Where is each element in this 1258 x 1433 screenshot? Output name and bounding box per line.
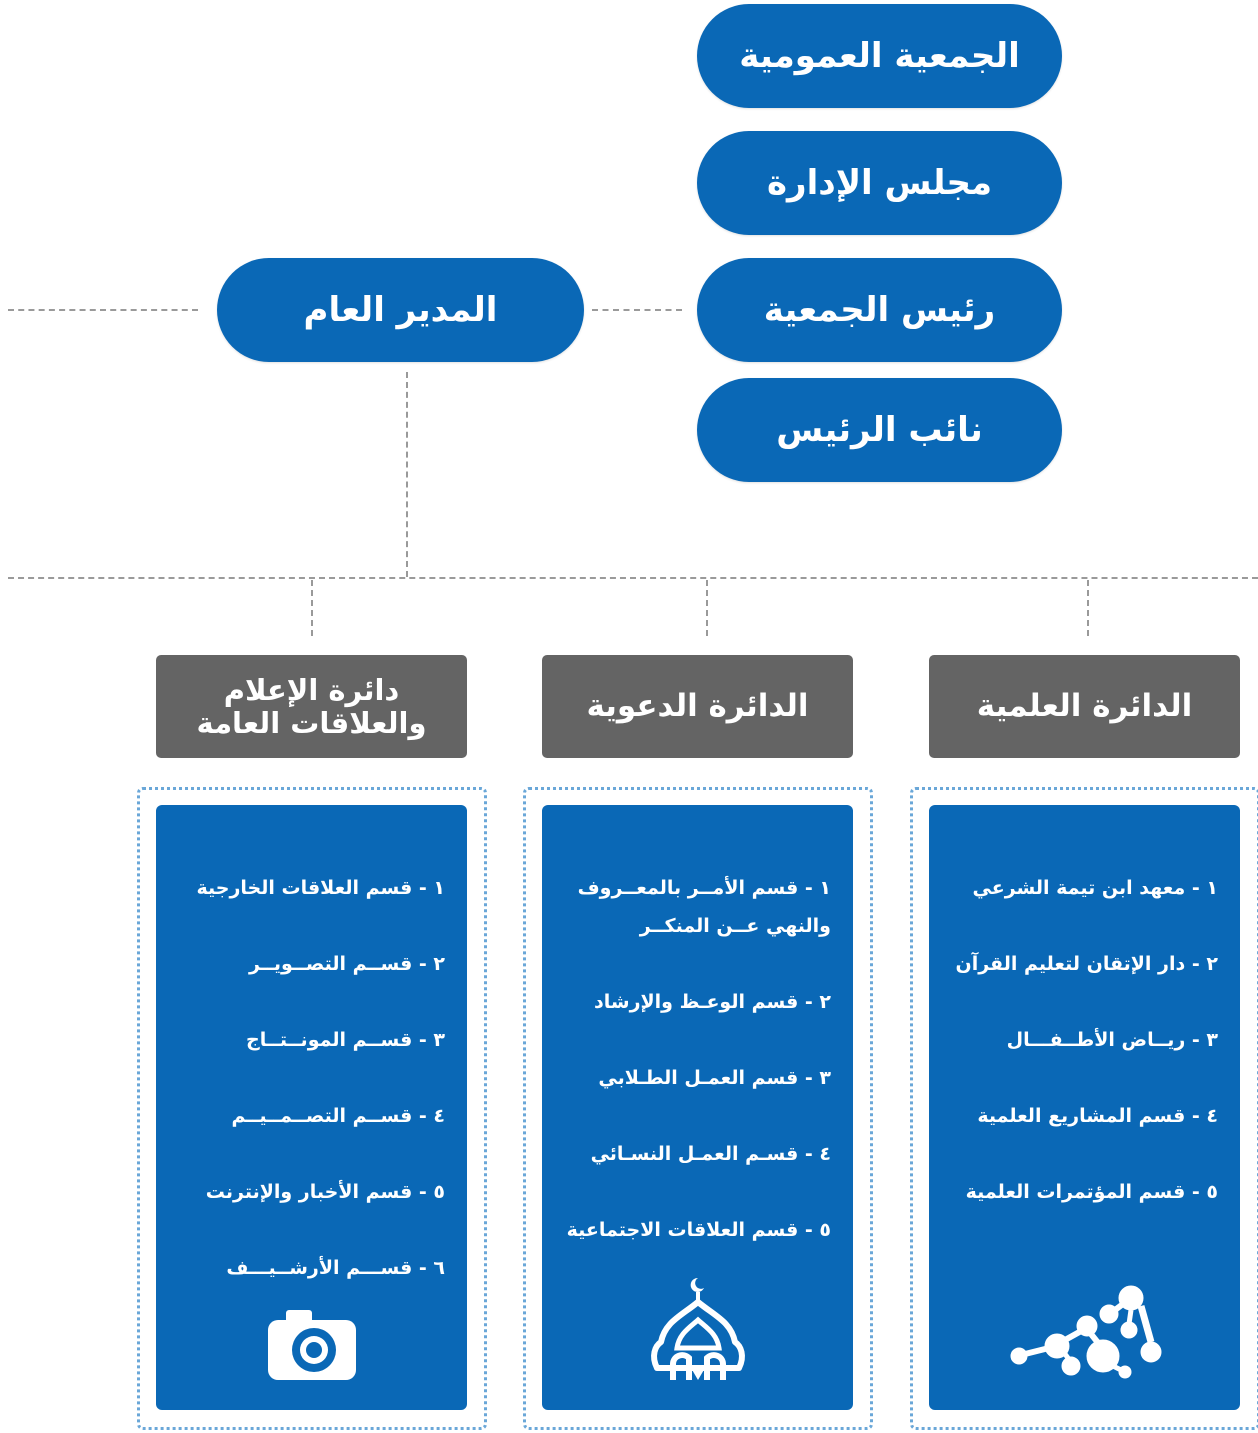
dawah-dept-header: الدائرة الدعوية [542,655,853,758]
dawah-dept-box: ١ - قسم الأمــر بالمعــروف والنهي عــن ا… [542,805,853,1410]
vice-president-label: نائب الرئيس [776,410,983,450]
dawah-dept-items: ١ - قسم الأمــر بالمعــروف والنهي عــن ا… [556,869,831,1287]
science-dept-box: ١ - معهد ابن تيمة الشرعي ٢ - دار الإتقان… [929,805,1240,1410]
board-of-directors-label: مجلس الإدارة [766,163,993,203]
list-item: ٤ - قســم التصــمــيــم [231,1105,445,1127]
media-dept-frame [137,787,487,1430]
list-item: ٣ - قســم المونــتــاج [246,1029,445,1051]
association-president-label: رئيس الجمعية [763,290,996,330]
media-dept-box: ١ - قسم العلاقات الخارجية ٢ - قســم التص… [156,805,467,1410]
science-dept-title: الدائرة العلمية [976,688,1193,725]
molecule-network-icon [1005,1284,1165,1384]
dawah-dept-frame [523,787,873,1430]
list-item: ٢ - قســم التصــويــر [249,953,445,975]
mosque-dome-icon [643,1276,753,1390]
list-item: ٣ - قسم العمـل الطـلابي [598,1067,831,1089]
list-item: ٣ - ريــاض الأطــفـــال [1006,1029,1218,1051]
connector-manager-to-president [592,309,682,311]
media-dept-title-line-1: دائرة الإعلام [223,673,400,708]
list-item: ١ - معهد ابن تيمة الشرعي [972,877,1218,899]
list-item: ١ - قسم الأمــر بالمعــروف والنهي عــن ا… [577,877,831,937]
connector-departments-bus [8,577,1258,579]
science-dept-items: ١ - معهد ابن تيمة الشرعي ٢ - دار الإتقان… [941,869,1219,1249]
list-item: ٢ - قسم الوعـظ والإرشاد [594,991,831,1013]
board-of-directors-node: مجلس الإدارة [697,131,1062,235]
list-item: ٤ - قسـم العمـل النسـائي [590,1143,831,1165]
connector-to-science-dept [1087,580,1089,636]
connector-manager-down [406,372,408,577]
connector-left-stub [8,309,198,311]
dawah-dept-title: الدائرة الدعوية [586,688,809,725]
media-dept-header: دائرة الإعلام والعلاقات العامة [156,655,467,758]
association-president-node: رئيس الجمعية [697,258,1062,362]
media-dept-items: ١ - قسم العلاقات الخارجية ٢ - قســم التص… [174,869,445,1325]
list-item: ١ - قسم العلاقات الخارجية [196,877,445,899]
list-item: ٥ - قسم المؤتمرات العلمية [965,1181,1218,1203]
general-manager-label: المدير العام [303,290,498,330]
media-dept-title-line-2: والعلاقات العامة [196,705,427,740]
list-item: ٥ - قسم الأخبار والإنترنت [205,1181,445,1203]
general-assembly-node: الجمعية العمومية [697,4,1062,108]
list-item: ٦ - قســـم الأرشــيـــف [226,1257,445,1279]
general-manager-node: المدير العام [217,258,584,362]
camera-icon [266,1308,358,1386]
list-item: ٤ - قسم المشاريع العلمية [977,1105,1218,1127]
list-item: ٢ - دار الإتقان لتعليم القرآن [955,953,1219,975]
connector-to-media-dept [311,580,313,636]
list-item: ٥ - قسم العلاقات الاجتماعية [566,1219,831,1241]
science-dept-header: الدائرة العلمية [929,655,1240,758]
vice-president-node: نائب الرئيس [697,378,1062,482]
connector-to-dawah-dept [706,580,708,636]
general-assembly-label: الجمعية العمومية [739,36,1020,76]
